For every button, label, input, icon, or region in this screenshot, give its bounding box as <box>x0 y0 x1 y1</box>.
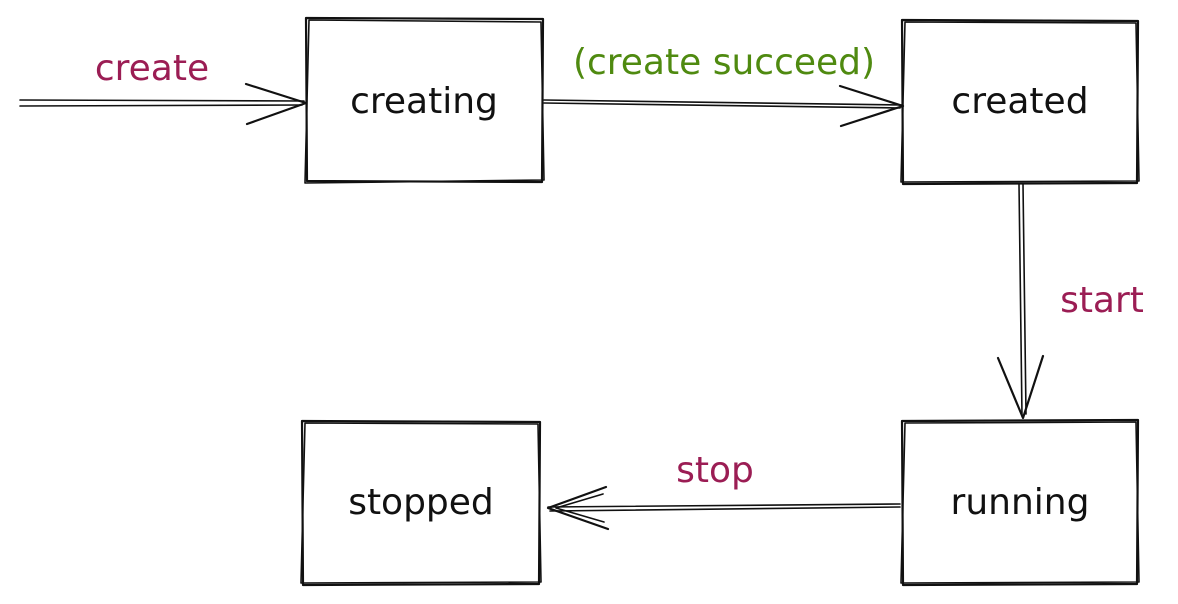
state-created: created <box>900 18 1140 186</box>
state-running: running <box>900 418 1140 587</box>
state-stopped: stopped <box>300 419 542 587</box>
arrow-created-to-running <box>996 183 1045 420</box>
state-running-label: running <box>951 482 1090 523</box>
arrow-running-to-stopped <box>546 485 901 531</box>
state-stopped-label: stopped <box>348 482 494 523</box>
transition-label-create-succeed: (create succeed) <box>573 42 875 83</box>
arrow-creating-to-created <box>543 84 905 128</box>
state-creating-label: creating <box>350 81 498 122</box>
transition-label-stop: stop <box>676 450 754 491</box>
entry-arrow <box>19 82 308 126</box>
transition-label-start: start <box>1060 280 1144 321</box>
state-creating: creating <box>304 16 545 184</box>
transition-label-create: create <box>95 48 209 89</box>
state-created-label: created <box>951 81 1088 122</box>
